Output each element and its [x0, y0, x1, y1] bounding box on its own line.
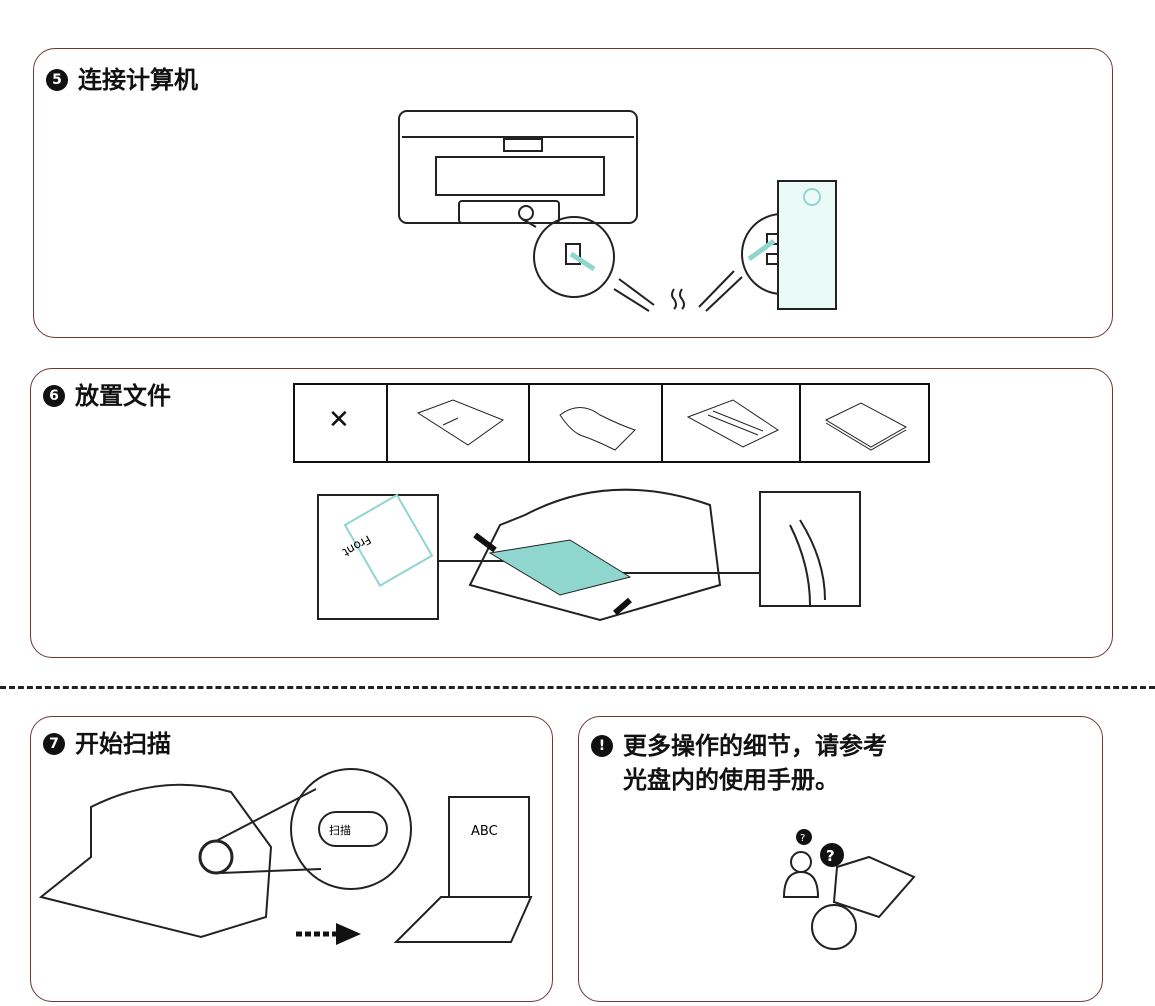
title-text: 连接计算机 [78, 66, 198, 94]
section-place-documents: 6 放置文件 [30, 368, 1113, 658]
screen-text: ABC [471, 824, 498, 839]
step-number: 5 [46, 69, 68, 91]
info-icon: ! [591, 735, 613, 757]
document-loading-illustration: Front [317, 488, 861, 622]
section-connect-computer: 5 连接计算机 [33, 48, 1113, 338]
section-more-info: ! 更多操作的细节，请参考光盘内的使用手册。 ? ? [578, 716, 1103, 1002]
section-title: 5 连接计算机 [46, 63, 198, 97]
unsupported-document-types: ✕ [293, 383, 930, 463]
start-scan-illustration: 扫描 ABC [38, 768, 533, 945]
step-number: 7 [43, 733, 65, 755]
svg-text:?: ? [800, 833, 805, 844]
stapled-paper-cell [799, 385, 928, 461]
section-title: 7 开始扫描 [43, 727, 171, 761]
title-text: 更多操作的细节，请参考光盘内的使用手册。 [623, 732, 887, 794]
section-title: ! 更多操作的细节，请参考光盘内的使用手册。 [591, 729, 887, 797]
curled-paper-cell [528, 385, 661, 461]
wrinkled-paper-cell [661, 385, 799, 461]
torn-paper-icon [416, 399, 505, 446]
scan-button-label: 扫描 [329, 823, 351, 837]
scanner-usb-illustration [398, 110, 837, 312]
step-number: 6 [43, 385, 65, 407]
stapled-paper-icon [824, 402, 908, 451]
section-title: 6 放置文件 [43, 379, 171, 413]
manual-help-illustration: ? ? [782, 829, 916, 950]
svg-text:?: ? [826, 847, 835, 865]
section-start-scan: 7 开始扫描 扫描 ABC [30, 716, 553, 1002]
title-text: 开始扫描 [75, 730, 171, 758]
torn-paper-cell [386, 385, 528, 461]
section-divider [0, 686, 1155, 689]
title-text: 放置文件 [75, 382, 171, 410]
cross-icon: ✕ [328, 405, 350, 435]
curled-paper-icon [559, 407, 636, 451]
arrow-icon [336, 923, 361, 945]
wrinkled-paper-icon [686, 399, 780, 448]
not-allowed-cell: ✕ [295, 385, 386, 461]
